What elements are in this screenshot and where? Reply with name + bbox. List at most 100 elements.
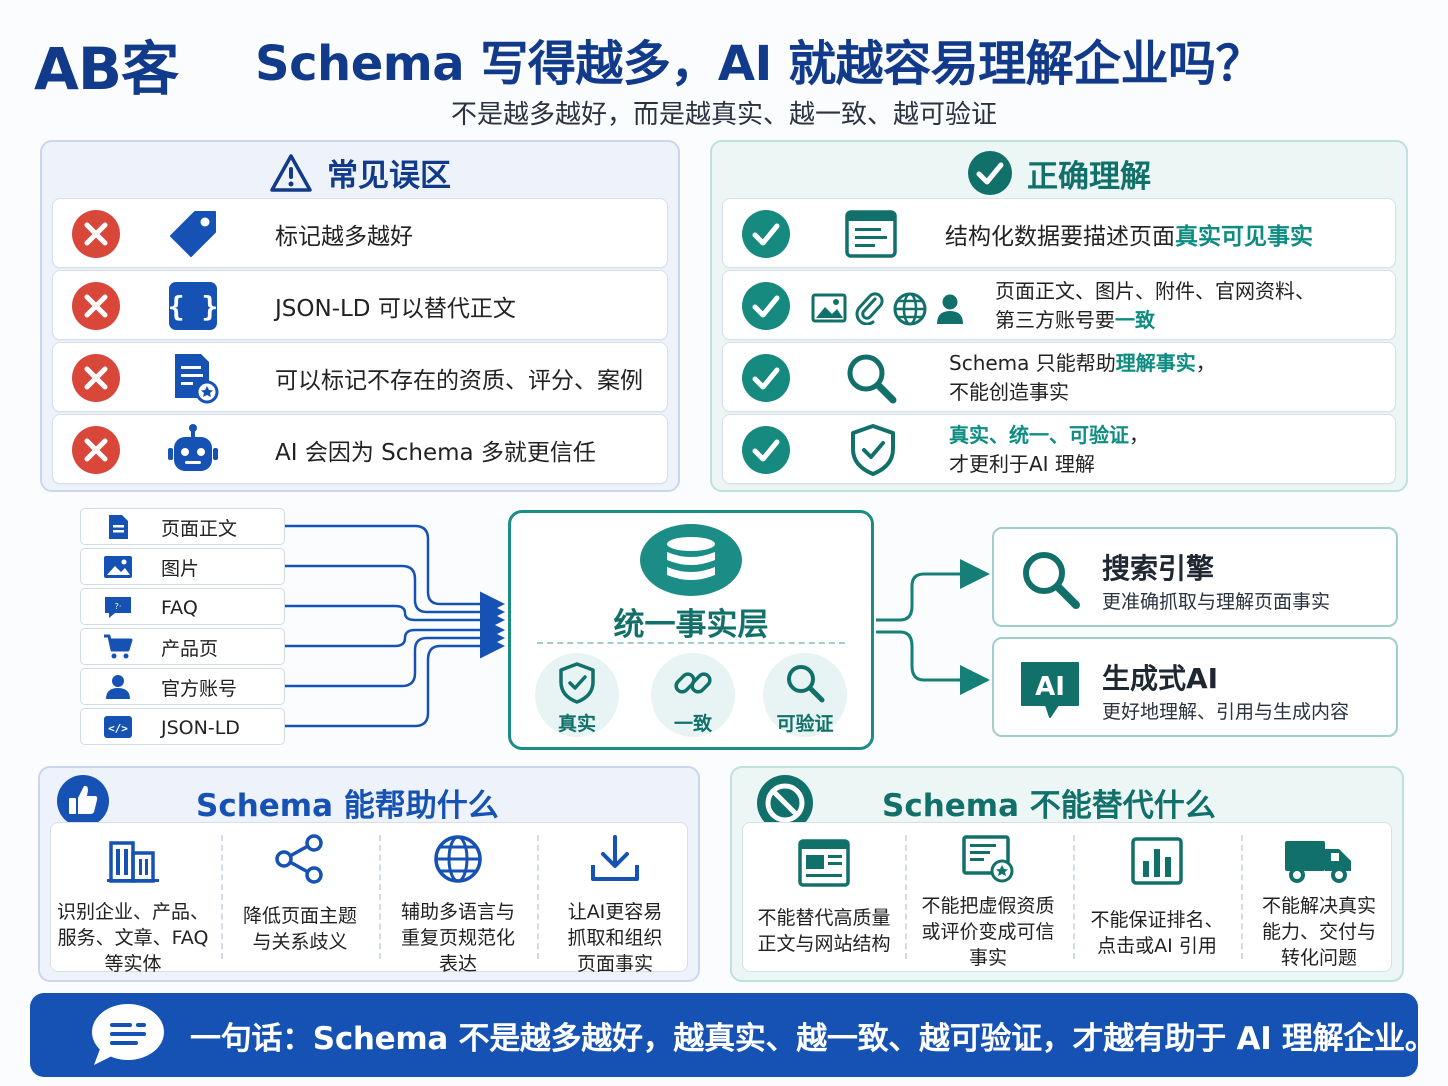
output-generative-ai: AI 生成式AI 更好地理解、引用与生成内容 — [992, 637, 1398, 737]
truth-row: 页面正文、图片、附件、官网资料、 第三方账号要一致 — [722, 270, 1396, 340]
myths-title: 常见误区 — [327, 158, 451, 194]
truth-text: 结构化数据要描述页面真实可见事实 — [945, 224, 1313, 250]
truth-row: Schema 只能帮助理解事实， 不能创造事实 — [722, 342, 1396, 412]
card-text-line: 事实 — [968, 947, 1007, 969]
output-title: 搜索引擎 — [1102, 552, 1215, 585]
cannot-replace-item: 不能把虚假资质 或评价变成可信 事实 — [907, 823, 1069, 973]
cross-badge-icon — [72, 354, 120, 402]
paperclip-icon — [855, 292, 884, 325]
divider — [221, 835, 223, 959]
hub-item-consistent: 一致 — [651, 653, 735, 737]
card-text-line: 服务、文章、FAQ — [57, 927, 209, 949]
database-icon — [640, 524, 742, 596]
truth-row: 真实、统一、可验证， 才更利于AI 理解 — [722, 414, 1396, 484]
source-label: 图片 — [161, 558, 200, 580]
divider — [537, 835, 539, 959]
card-text-line: 不能保证排名、 — [1090, 909, 1224, 931]
truths-panel-header: 正确理解 — [712, 150, 1406, 196]
card-text-line: 不能解决真实 — [1261, 895, 1376, 917]
myths-panel-header: 常见误区 — [42, 150, 678, 195]
can-help-item: 识别企业、产品、 服务、文章、FAQ 等实体 — [51, 823, 215, 975]
hub-item-true: 真实 — [535, 653, 619, 737]
layout-icon — [798, 839, 850, 887]
cross-badge-icon — [72, 282, 120, 330]
can-help-item: 降低页面主题 与关系歧义 — [223, 823, 377, 973]
output-search-engine: 搜索引擎 更准确抓取与理解页面事实 — [992, 527, 1398, 627]
cannot-replace-item: 不能替代高质量 正文与网站结构 — [743, 823, 905, 973]
check-badge-icon — [742, 210, 790, 258]
brand-logo-text: AB客 — [34, 35, 179, 103]
can-help-title: Schema 能帮助什么 — [196, 788, 499, 824]
cannot-replace-title: Schema 不能替代什么 — [882, 788, 1216, 824]
source-item: 官方账号 — [80, 668, 285, 705]
connector-line — [285, 564, 505, 625]
card-text-line: 正文与网站结构 — [757, 933, 891, 955]
check-badge-icon — [742, 354, 790, 402]
card-text-line: 不能把虚假资质 — [921, 895, 1055, 917]
cannot-replace-item: 不能保证排名、 点击或AI 引用 — [1075, 823, 1239, 973]
card-text-line: 页面事实 — [576, 953, 653, 975]
svg-text:{ }: { } — [168, 290, 219, 323]
myth-row: 标记越多越好 — [52, 198, 668, 268]
summary-text: 一句话：Schema 不是越多越好，越真实、越一致、越可验证，才越有助于 AI … — [190, 1020, 1436, 1057]
cross-badge-icon — [72, 210, 120, 258]
source-item: </> JSON-LD — [80, 708, 285, 745]
globe-icon — [893, 292, 927, 326]
magnifier-icon — [847, 354, 897, 404]
magnifier-icon — [787, 665, 825, 703]
ai-badge-text: AI — [1035, 672, 1065, 702]
connector-line — [285, 617, 505, 648]
can-help-item: 辅助多语言与 重复页规范化 表达 — [381, 823, 535, 975]
ai-chat-icon: AI — [1021, 662, 1079, 718]
source-label: 产品页 — [161, 638, 219, 660]
source-item: ?· FAQ — [80, 588, 285, 625]
myth-row: AI 会因为 Schema 多就更信任 — [52, 414, 668, 484]
cart-icon — [104, 634, 133, 659]
page-subtitle: 不是越多越好，而是越真实、越一致、越可验证 — [450, 100, 997, 130]
source-item: 图片 — [80, 548, 285, 585]
summary-banner: 一句话：Schema 不是越多越好，越真实、越一致、越可验证，才越有助于 AI … — [30, 993, 1436, 1077]
myths-panel: 常见误区 标记越多越好 { } JSON-LD 可以替代正文 可以标记不存在的资… — [40, 140, 680, 492]
card-text-line: 辅助多语言与 — [400, 901, 515, 923]
user-icon — [937, 294, 963, 324]
source-label: JSON-LD — [161, 716, 240, 739]
connector-line — [285, 633, 505, 728]
divider — [379, 835, 381, 959]
card-text-line: 能力、交付与 — [1261, 921, 1376, 943]
card-text-line: 转化问题 — [1280, 947, 1357, 969]
myth-row: { } JSON-LD 可以替代正文 — [52, 270, 668, 340]
card-text-line: 抓取和组织 — [567, 927, 663, 949]
can-help-panel: Schema 能帮助什么 识别企业、产品、 服务、文章、FAQ 等实体 降低页面… — [38, 766, 700, 982]
cannot-replace-item: 不能解决真实 能力、交付与 转化问题 — [1243, 823, 1395, 973]
hub-divider — [537, 642, 845, 644]
truth-text: 页面正文、图片、附件、官网资料、 第三方账号要一致 — [995, 279, 1315, 332]
svg-text:?·: ?· — [115, 602, 122, 611]
hub-item-label: 一致 — [673, 713, 712, 735]
link-icon — [674, 672, 712, 694]
no-entry-icon — [757, 775, 813, 831]
output-desc: 更准确抓取与理解页面事实 — [1102, 591, 1331, 613]
unified-fact-layer: 统一事实层 真实 一致 可验证 — [508, 510, 874, 750]
card-text-line: 与关系歧义 — [252, 931, 348, 953]
connector-line — [876, 559, 990, 622]
document-icon — [109, 515, 128, 539]
can-help-item: 让AI更容易 抓取和组织 页面事实 — [539, 823, 691, 975]
share-nodes-icon — [275, 834, 323, 884]
truth-text: Schema 只能帮助理解事实， 不能创造事实 — [949, 351, 1216, 404]
myth-text: 标记越多越好 — [275, 224, 413, 250]
connector-line — [285, 625, 505, 688]
connector-line — [876, 630, 990, 695]
certificate-icon — [962, 835, 1014, 883]
myth-text: AI 会因为 Schema 多就更信任 — [275, 440, 596, 466]
robot-icon — [168, 424, 218, 471]
bar-chart-icon — [1131, 837, 1183, 885]
buildings-icon — [107, 841, 159, 883]
download-icon — [591, 835, 639, 881]
connector-line — [285, 604, 505, 633]
truths-title: 正确理解 — [1027, 158, 1151, 195]
check-circle-icon — [968, 151, 1012, 195]
cannot-replace-cards: 不能替代高质量 正文与网站结构 不能把虚假资质 或评价变成可信 事实 不能保证排… — [742, 822, 1392, 972]
card-text-line: 降低页面主题 — [242, 905, 357, 927]
cannot-replace-panel: Schema 不能替代什么 不能替代高质量 正文与网站结构 不能把虚假资质 或评… — [730, 766, 1404, 982]
check-badge-icon — [742, 282, 790, 330]
